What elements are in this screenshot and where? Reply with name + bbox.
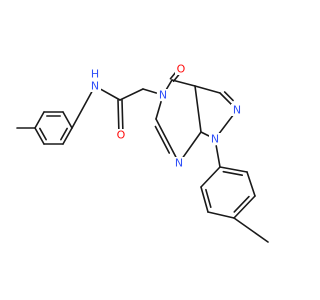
bond-C7a-N1 bbox=[200, 131, 210, 137]
bond-t1-t2 bbox=[200, 166, 221, 188]
bond-N1-t1 bbox=[215, 145, 221, 168]
bond-t5-t6 bbox=[246, 171, 256, 197]
bond-C4-O2-second bbox=[169, 71, 177, 80]
bond-Cc-O1 bbox=[117, 99, 120, 130]
bond-C3-C3a bbox=[194, 85, 221, 94]
amide-oxygen-label: O bbox=[117, 129, 126, 142]
bond-a4-a5 bbox=[62, 127, 73, 145]
bond-C3a-C7a bbox=[194, 85, 202, 133]
bond-Cc-CH2 bbox=[119, 88, 144, 101]
bond-N1-N2 bbox=[218, 114, 234, 135]
bond-N7-C6 bbox=[155, 118, 177, 158]
bond-a3-a4 bbox=[62, 111, 73, 129]
bond-a4-N bbox=[71, 91, 93, 129]
bond-C4-C3a bbox=[171, 79, 196, 87]
bond-a4-a5-inner bbox=[60, 127, 68, 141]
bond-N2-C3-inner bbox=[223, 91, 234, 102]
bond-N7-C6-inner bbox=[154, 125, 171, 154]
pyrimidine-n7-label: N bbox=[175, 157, 183, 170]
pyrazole-n2-atom: N bbox=[231, 104, 243, 117]
molecule-structure: N H O O N N N N bbox=[16, 63, 269, 243]
bond-t2-t3 bbox=[200, 186, 209, 213]
bond-t4-me2 bbox=[233, 217, 269, 243]
bond-C7a-N7 bbox=[182, 131, 202, 159]
bond-N5-C4 bbox=[165, 79, 173, 90]
bond-t6-t1-inner bbox=[222, 170, 244, 176]
pyrimidine-n5-label: N bbox=[159, 89, 167, 102]
ketone-oxygen-label: O bbox=[177, 63, 186, 76]
amide-oxygen-atom: O bbox=[115, 129, 127, 142]
bond-C6-N5 bbox=[155, 100, 162, 120]
bond-t3-t4 bbox=[207, 211, 235, 219]
ketone-oxygen-atom: O bbox=[175, 63, 187, 76]
bond-t4-t5-inner bbox=[233, 195, 250, 213]
bond-a6-a1 bbox=[34, 127, 45, 145]
amide-hydrogen-atom: H bbox=[89, 68, 101, 81]
bond-CH2-N5 bbox=[142, 88, 158, 94]
pyrimidine-n5-atom: N bbox=[157, 89, 169, 102]
bond-layer bbox=[16, 71, 269, 243]
amide-nitrogen-label: N bbox=[91, 80, 99, 93]
pyrazole-n2-label: N bbox=[233, 104, 241, 117]
bond-N-Cc bbox=[100, 88, 121, 101]
bond-N2-C3 bbox=[219, 92, 233, 106]
pyrimidine-n7-atom: N bbox=[173, 157, 185, 170]
amide-nitrogen-atom: N bbox=[89, 80, 101, 93]
bond-a6-a1-inner bbox=[39, 127, 47, 141]
bond-t4-t5 bbox=[233, 195, 256, 219]
amide-hydrogen-label: H bbox=[91, 68, 99, 81]
pyrazole-n1-atom: N bbox=[209, 133, 221, 146]
pyrazole-n1-label: N bbox=[211, 133, 219, 146]
bond-t2-t3-inner bbox=[205, 188, 212, 208]
bond-t6-t1 bbox=[219, 166, 248, 173]
bond-Cc-O1-second bbox=[121, 99, 124, 130]
atom-label-layer: N H O O N N N N bbox=[89, 63, 243, 170]
bond-a1-a2 bbox=[34, 111, 45, 129]
